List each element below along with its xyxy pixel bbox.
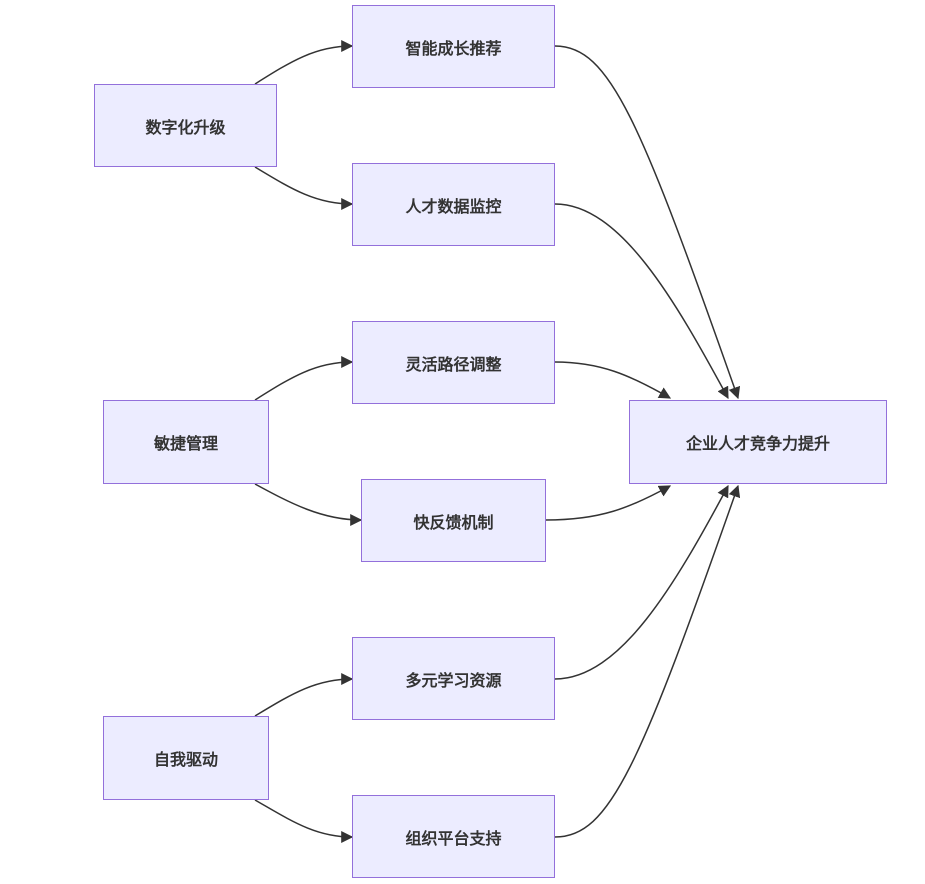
node-self-driven: 自我驱动 <box>103 716 269 800</box>
node-fast-feedback-mechanism: 快反馈机制 <box>361 479 546 562</box>
edge-agile-to-flexible-path <box>254 356 354 401</box>
edge-flexible-path-to-target <box>554 361 672 399</box>
node-agile-management: 敏捷管理 <box>103 400 269 484</box>
edge-self-to-org-support <box>254 799 354 843</box>
edge-agile-to-fast-feedback <box>254 483 363 526</box>
edge-smart-growth-to-target <box>554 45 741 400</box>
edge-digital-to-talent-data <box>254 166 354 210</box>
node-talent-competitiveness-target: 企业人才竞争力提升 <box>629 400 887 484</box>
edge-self-to-diverse-learning <box>254 673 354 717</box>
edge-talent-data-to-target <box>554 203 729 400</box>
node-talent-data-monitoring: 人才数据监控 <box>352 163 555 246</box>
node-organization-platform-support: 组织平台支持 <box>352 795 555 878</box>
node-flexible-path-adjustment: 灵活路径调整 <box>352 321 555 404</box>
edge-org-support-to-target <box>554 484 741 838</box>
node-smart-growth-recommendation: 智能成长推荐 <box>352 5 555 88</box>
edge-digital-to-smart-growth <box>254 40 354 85</box>
edge-diverse-learning-to-target <box>554 484 729 680</box>
edge-fast-feedback-to-target <box>545 485 672 521</box>
node-diverse-learning-resources: 多元学习资源 <box>352 637 555 720</box>
node-digital-upgrade: 数字化升级 <box>94 84 277 167</box>
